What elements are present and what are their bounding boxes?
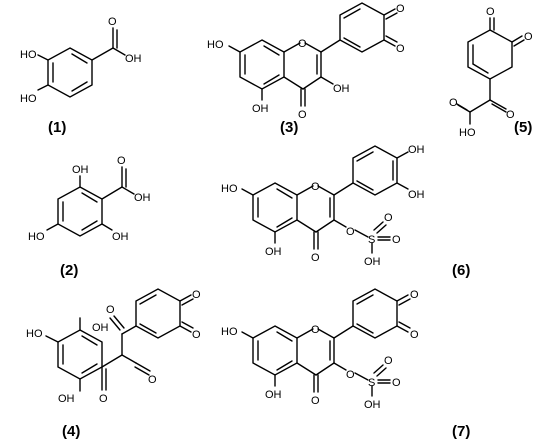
atom-label: OH [252, 103, 269, 115]
atom-label: O [524, 31, 533, 43]
atom-label: HO [459, 127, 476, 139]
atom-label: O [311, 252, 320, 264]
atom-label: OH [125, 53, 142, 65]
atom-label: O [106, 304, 115, 316]
compound-1: O OH HO HO (1) [20, 16, 142, 136]
atom-label: OH [364, 399, 381, 411]
atom-label: O [148, 374, 157, 386]
atom-label: O [396, 43, 405, 55]
atom-label: HO [221, 183, 238, 195]
atom-label: OH [408, 189, 425, 201]
atom-label: HO [20, 93, 37, 105]
atom-label: OH [112, 231, 129, 243]
atom-label: O [506, 109, 515, 121]
atom-label: O [410, 289, 419, 301]
atom-label: O [311, 324, 320, 336]
compound-label: (1) [48, 119, 66, 136]
atom-label: O [384, 355, 393, 367]
compound-7: O O O S O O OH HO OH O O (7) [221, 288, 470, 440]
atom-label: S [368, 234, 375, 246]
atom-label: OH [134, 192, 151, 204]
atom-label: O [298, 38, 307, 50]
atom-label: HO [207, 39, 224, 51]
atom-label: OH [72, 164, 89, 176]
atom-label: O [384, 212, 393, 224]
compound-4: OH HO OH O O O O O (4) [26, 288, 201, 440]
compound-2: O OH OH HO OH (2) [28, 155, 151, 279]
atom-label: HO [221, 326, 238, 338]
atom-label: OH [92, 322, 109, 334]
atom-label: HO [28, 231, 45, 243]
compound-label: (5) [514, 119, 532, 136]
atom-label: O [298, 109, 307, 121]
atom-label: OH [408, 144, 425, 156]
atom-label: HO [20, 49, 37, 61]
compound-label: (6) [452, 262, 470, 279]
atom-label: O [99, 393, 108, 405]
atom-label: O [410, 329, 419, 341]
atom-label: OH [265, 246, 282, 258]
atom-label: O [192, 329, 201, 341]
compound-label: (4) [62, 423, 80, 440]
atom-label: O [117, 155, 126, 167]
atom-label: O [486, 6, 495, 18]
atom-label: HO [26, 328, 43, 340]
compound-label: (7) [452, 423, 470, 440]
atom-label: O [346, 369, 355, 381]
atom-label: O [311, 181, 320, 193]
atom-label: OH [364, 256, 381, 268]
atom-label: OH [265, 389, 282, 401]
atom-label: O [192, 289, 201, 301]
atom-label: O [449, 97, 458, 109]
compound-3: O O OH HO OH O O (3) [207, 2, 405, 136]
atom-label: S [368, 377, 375, 389]
atom-label: OH [333, 83, 350, 95]
compound-6: O O O S O O OH HO OH OH OH (6) [221, 144, 470, 279]
atom-label: O [311, 395, 320, 407]
atom-label: O [346, 226, 355, 238]
compound-label: (3) [280, 119, 298, 136]
atom-label: O [108, 16, 117, 28]
atom-label: OH [58, 393, 75, 405]
compound-5: O O O O HO (5) [449, 6, 533, 139]
atom-label: O [392, 377, 401, 389]
atom-label: O [392, 234, 401, 246]
atom-label: O [396, 3, 405, 15]
compound-label: (2) [60, 262, 78, 279]
